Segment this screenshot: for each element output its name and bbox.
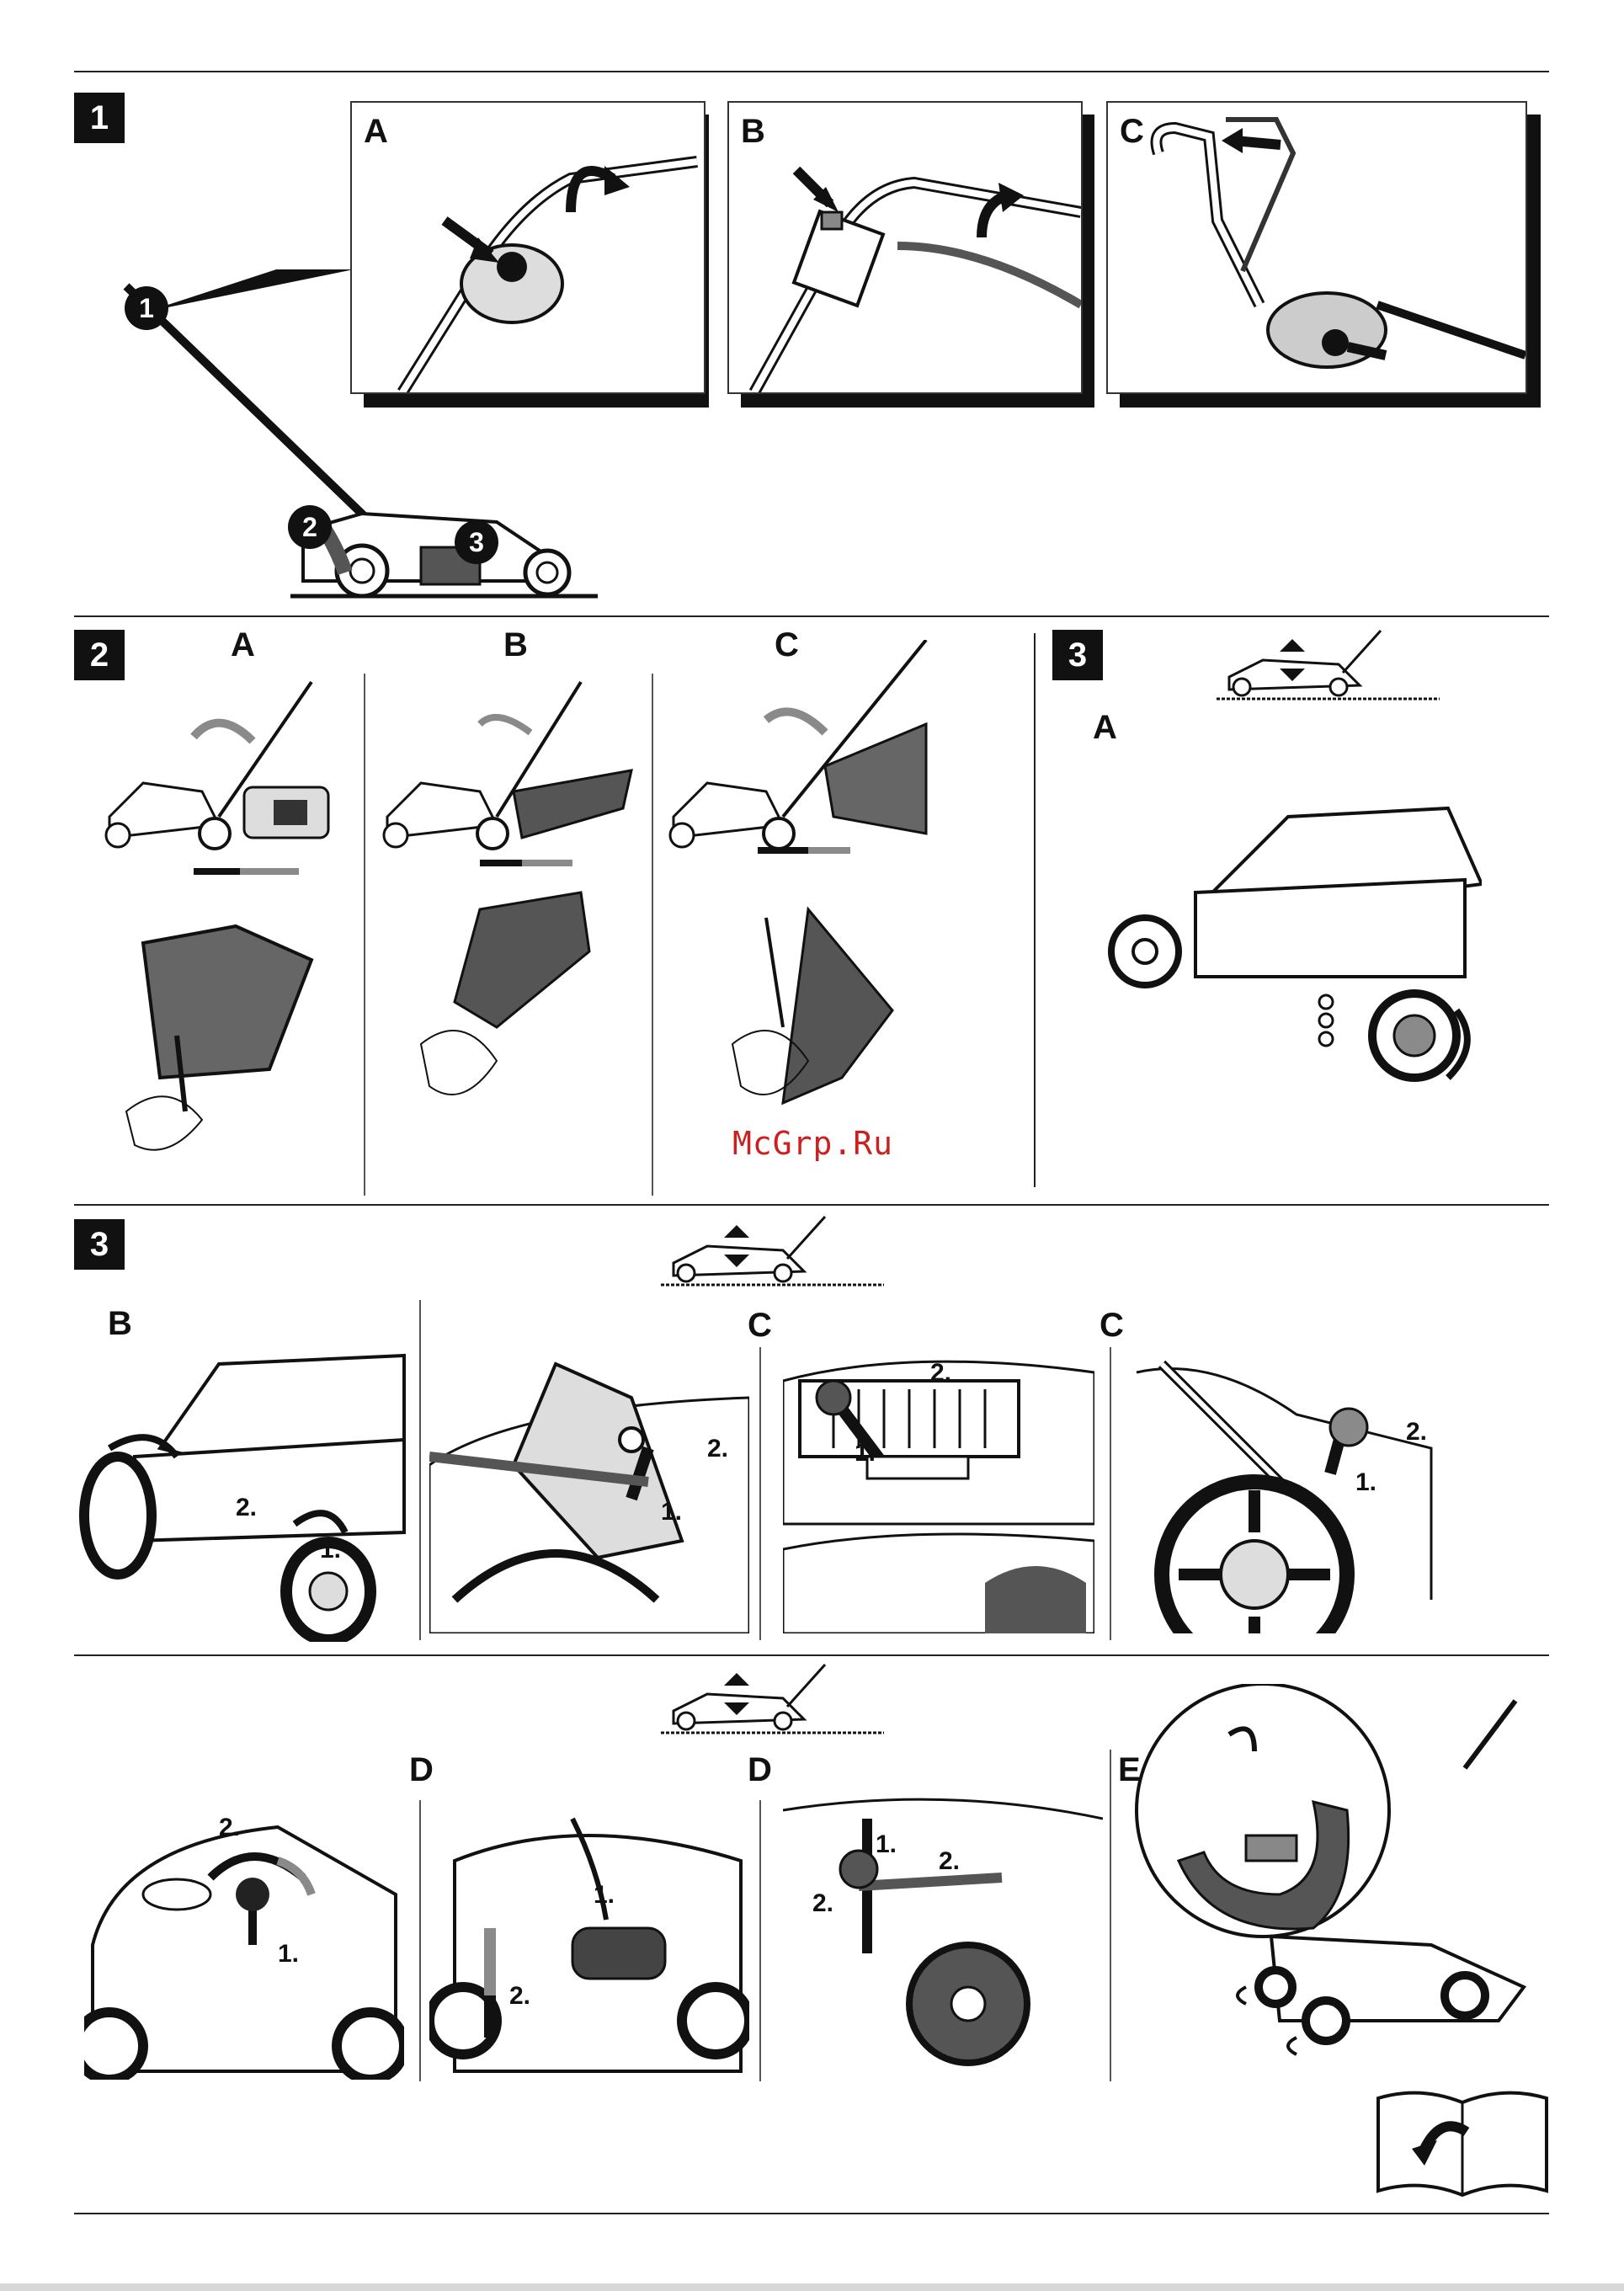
mower-height-adjust-icon-2 [657, 1212, 892, 1288]
svg-text:2.: 2. [930, 1359, 951, 1387]
cable-clip-figure [729, 103, 1081, 392]
grass-bag-b-figure [370, 674, 640, 1179]
switch-box-figure [1108, 103, 1525, 392]
section-2-divider-2 [652, 674, 653, 1196]
wheel-height-b-figure: 2. 1. [76, 1339, 413, 1642]
rule-after-section-1 [74, 615, 1549, 617]
svg-text:1.: 1. [278, 1940, 299, 1968]
section-4-divider-3 [1110, 1750, 1111, 2081]
svg-text:2.: 2. [509, 1982, 530, 2010]
panel-1c: C [1106, 101, 1527, 394]
panel-1b: B [727, 101, 1083, 394]
section-4-label-d2: D [748, 1751, 772, 1789]
lever-height-c1-figure: 2. 1. [429, 1339, 749, 1633]
svg-text:2.: 2. [812, 1889, 833, 1917]
mower-height-adjust-icon-3 [657, 1660, 892, 1736]
top-rule [74, 71, 1549, 72]
svg-text:2.: 2. [939, 1847, 960, 1875]
section-4-divider-1 [419, 1800, 421, 2081]
section-2-divider-1 [364, 674, 365, 1196]
svg-text:1.: 1. [1355, 1468, 1376, 1496]
section-2-label-b: B [503, 626, 528, 664]
section-3a-badge: 3 [1052, 630, 1103, 680]
svg-text:1.: 1. [876, 1830, 897, 1858]
panel-1a: A [350, 101, 706, 394]
read-manual-icon [1374, 2081, 1551, 2199]
callout-2: 2 [288, 505, 332, 549]
lever-height-c2-figure: 2. 1. [783, 1330, 1094, 1633]
lever-height-d2-figure: 1. 2. [429, 1793, 749, 2080]
svg-text:1.: 1. [661, 1498, 682, 1526]
section-3b-label-b: B [108, 1305, 132, 1343]
wheel-mount-e-figure [1128, 1684, 1549, 2080]
svg-text:1.: 1. [320, 1536, 341, 1564]
grass-bag-c-figure [657, 640, 934, 1179]
svg-text:2.: 2. [219, 1814, 240, 1841]
svg-text:1.: 1. [855, 1439, 876, 1467]
svg-text:2.: 2. [1406, 1418, 1427, 1446]
watermark-text: McGrp.Ru [732, 1125, 893, 1162]
lever-height-d3-figure: 1. 2. 2. [775, 1785, 1103, 2071]
svg-text:2.: 2. [707, 1435, 728, 1463]
svg-text:1.: 1. [594, 1881, 615, 1909]
section-3b-badge: 3 [74, 1219, 125, 1270]
section-3-divider-2 [759, 1347, 761, 1640]
section-3b-label-c1: C [748, 1307, 772, 1345]
handle-knob-figure [352, 103, 704, 392]
section-3b-label-c2: C [1100, 1307, 1124, 1345]
svg-text:2.: 2. [236, 1494, 257, 1521]
bottom-rule [74, 2213, 1549, 2214]
section-3-divider-1 [419, 1300, 421, 1640]
section-2-label-a: A [231, 626, 255, 664]
mower-height-adjust-icon [1212, 626, 1448, 702]
section-2-3-divider [1034, 633, 1036, 1187]
section-4-divider-2 [759, 1800, 761, 2081]
section-3a-label-a: A [1093, 709, 1117, 747]
bottom-band [0, 2283, 1624, 2291]
rule-after-section-3 [74, 1654, 1549, 1656]
section-4-label-d1: D [409, 1751, 434, 1789]
knob-height-d1-figure: 2. 1. [84, 1793, 404, 2080]
callout-1: 1 [125, 286, 168, 330]
wheel-height-a-figure [1094, 800, 1482, 1111]
section-3-divider-3 [1110, 1347, 1111, 1640]
lever-height-c3-figure: 2. 1. [1128, 1347, 1448, 1633]
section-2-badge: 2 [74, 630, 125, 680]
rule-after-section-2 [74, 1204, 1549, 1206]
section-1-badge: 1 [74, 93, 125, 143]
callout-3: 3 [455, 520, 498, 564]
grass-bag-a-figure [93, 674, 354, 1179]
